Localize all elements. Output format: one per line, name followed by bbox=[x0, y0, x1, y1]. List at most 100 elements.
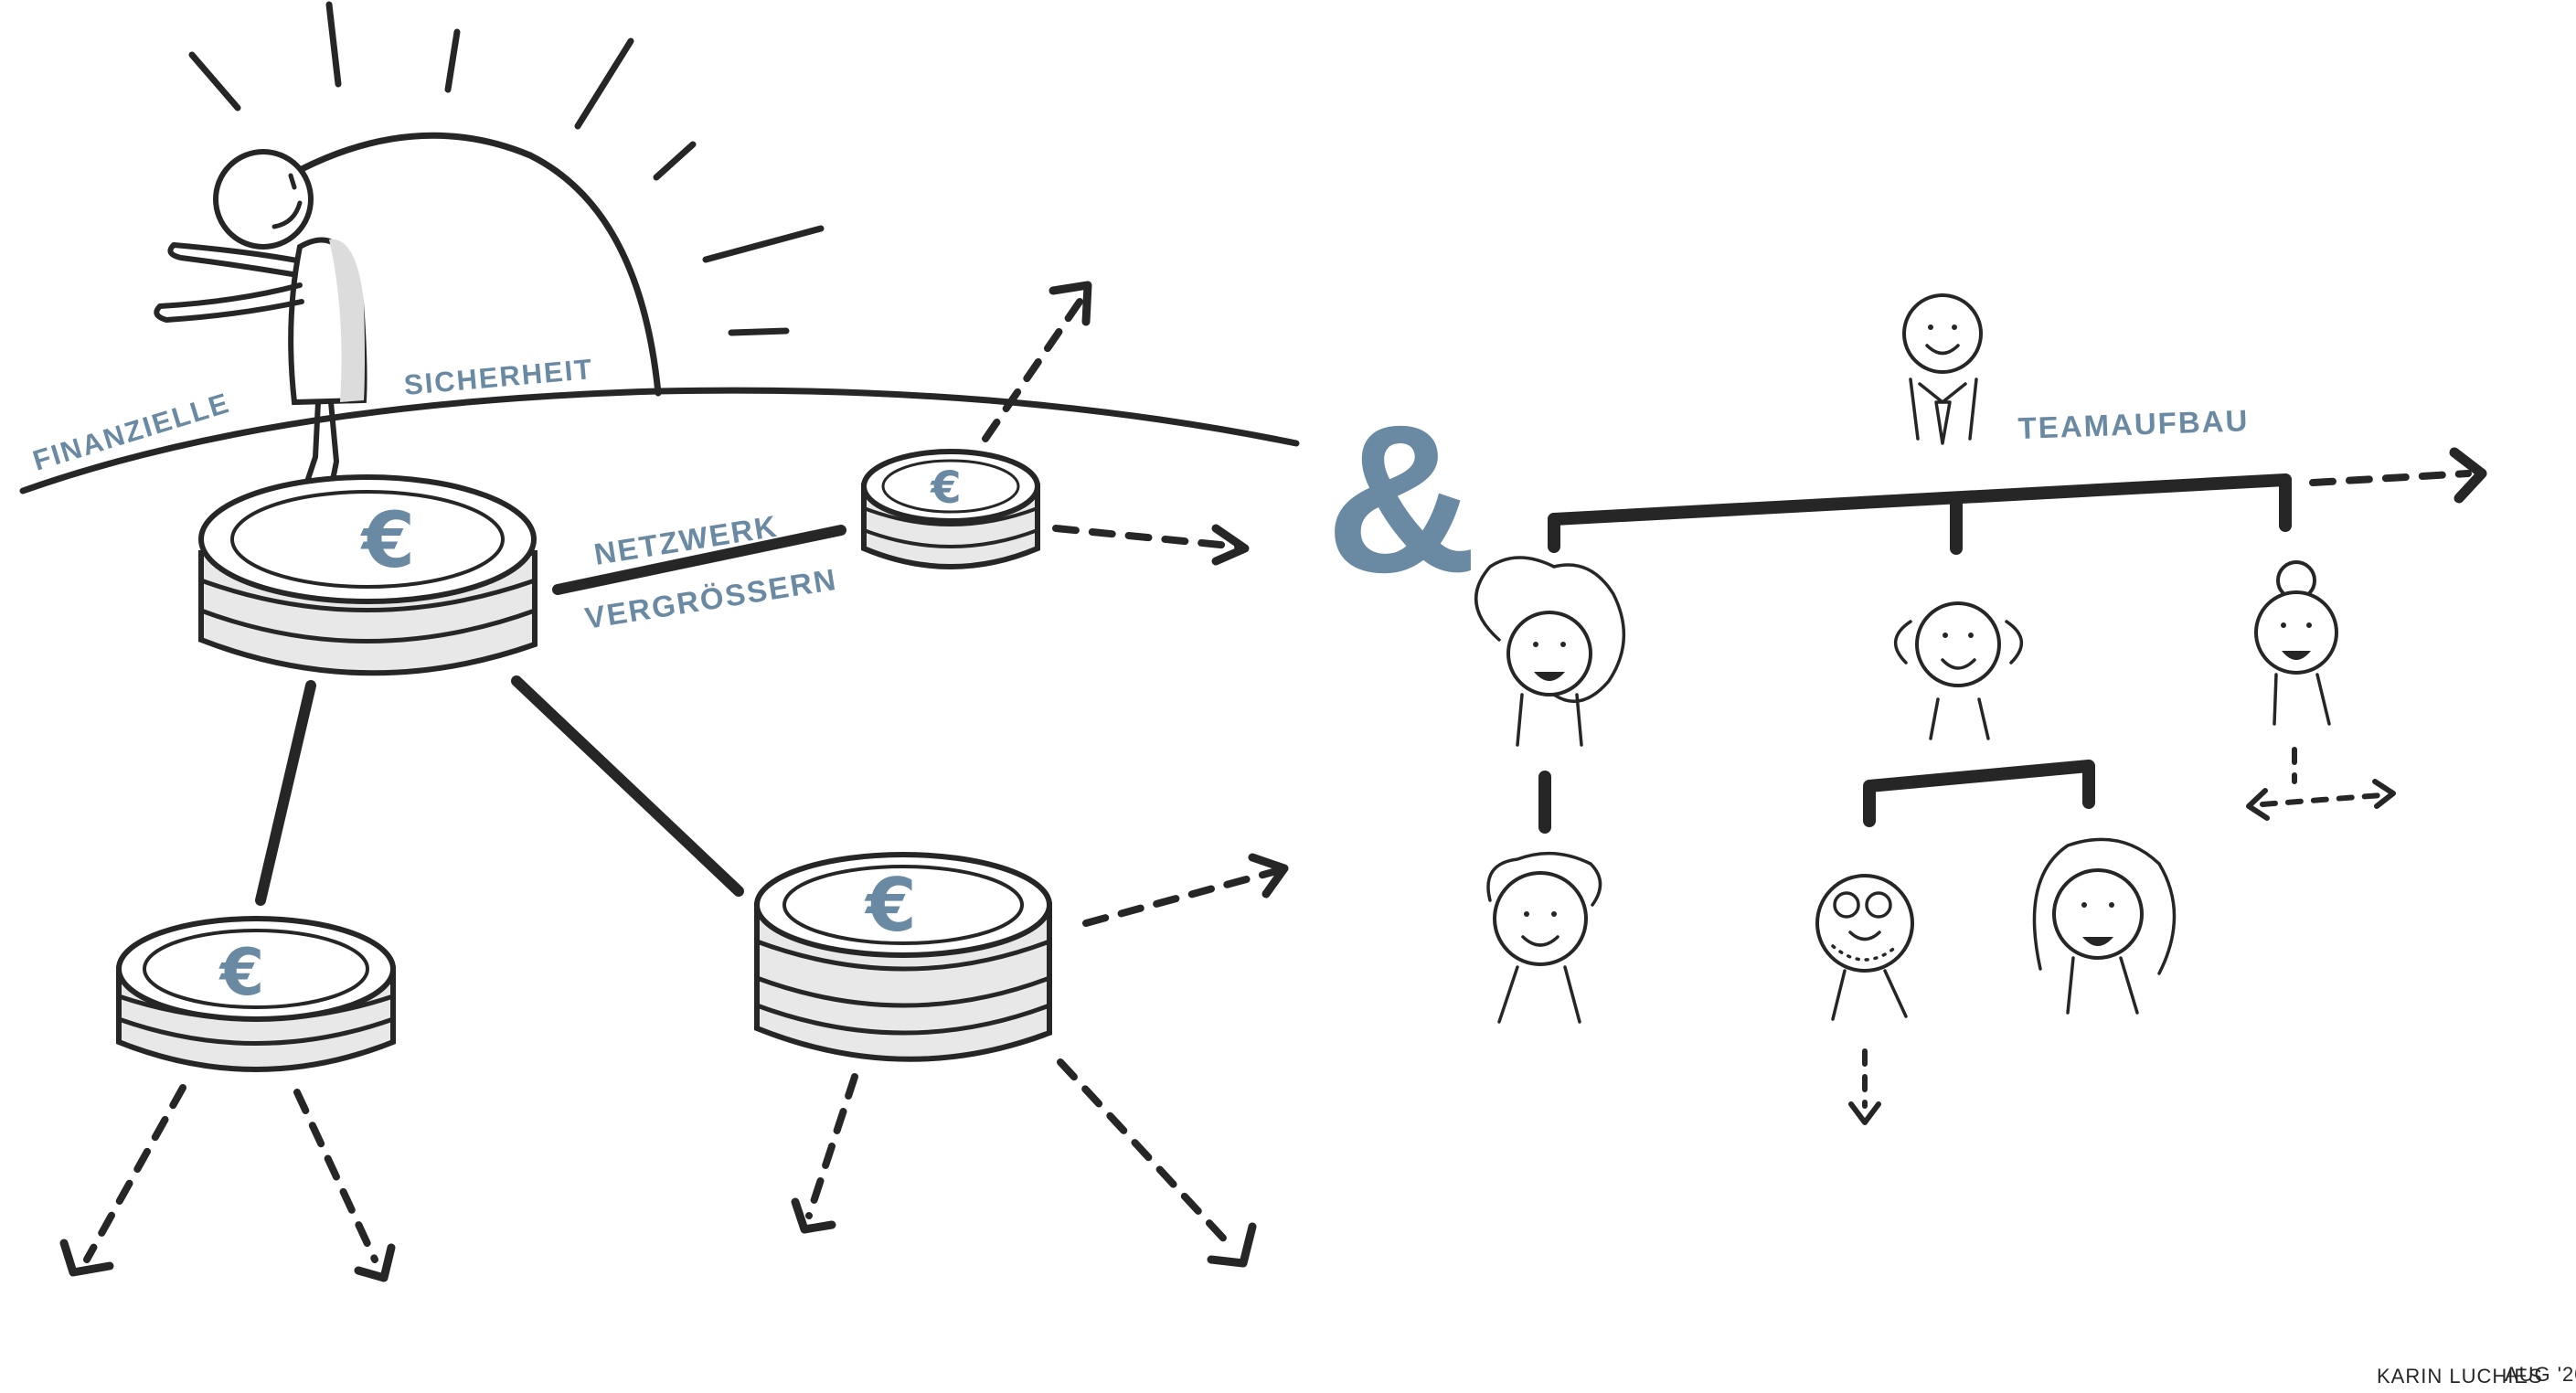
member-body bbox=[1516, 693, 1583, 747]
team-member bbox=[1894, 601, 2023, 740]
member-body bbox=[1831, 969, 1908, 1021]
label-teamaufbau: TEAMAUFBAU bbox=[2017, 403, 2250, 445]
signature-date: AUG '20 bbox=[2505, 1363, 2576, 1386]
member-eye bbox=[1943, 633, 1948, 638]
hair-pigtails bbox=[1894, 620, 2023, 665]
leader-eye bbox=[1952, 324, 1957, 330]
connector-line bbox=[255, 680, 316, 906]
horizon-line bbox=[19, 387, 1300, 494]
member-head bbox=[1493, 871, 1588, 966]
arrow-head bbox=[1048, 281, 1092, 326]
figure-smile bbox=[271, 200, 303, 229]
member-head bbox=[1506, 611, 1592, 696]
figure-shadow bbox=[329, 239, 365, 402]
member-smile bbox=[1941, 658, 1976, 670]
coin-ridge bbox=[862, 506, 1039, 548]
team-member bbox=[2032, 837, 2177, 1015]
dashed-arrow bbox=[805, 1073, 858, 1219]
member-eye bbox=[1551, 911, 1557, 917]
connector-line bbox=[552, 525, 846, 595]
team-chart: TEAMAUFBAU bbox=[1474, 293, 2487, 1125]
team-member bbox=[2254, 560, 2338, 726]
member-smile bbox=[1848, 930, 1881, 941]
member-eye bbox=[1524, 911, 1529, 917]
member-eye bbox=[2281, 622, 2286, 628]
arrows-left bbox=[59, 281, 1289, 1282]
team-member bbox=[1486, 851, 1602, 1024]
member-body bbox=[1929, 697, 1990, 740]
coin-ridge bbox=[754, 939, 1052, 1036]
figure-arm bbox=[167, 242, 300, 277]
signature-author: KARIN LUCHIES bbox=[2377, 1365, 2543, 1388]
dashed-arrow bbox=[293, 1089, 378, 1263]
arrow-head bbox=[1211, 524, 1250, 566]
sun-ray bbox=[325, 1, 342, 88]
member-eye bbox=[1533, 642, 1538, 647]
member-head bbox=[2052, 868, 2144, 960]
dashed-arrow bbox=[2309, 470, 2472, 486]
leader-smile bbox=[1925, 344, 1960, 356]
coin-euro-symbol: € bbox=[930, 463, 961, 514]
arrow-head bbox=[2246, 788, 2270, 821]
coin-euro-symbol: € bbox=[864, 863, 917, 948]
sun-ray bbox=[728, 327, 790, 336]
hair-long bbox=[2032, 837, 2177, 975]
member-head bbox=[1815, 874, 1914, 973]
hair-curly bbox=[1474, 556, 1626, 703]
leader-head bbox=[1902, 293, 1983, 374]
figure-eye bbox=[288, 173, 297, 190]
team-member bbox=[1815, 874, 1914, 1021]
org-bar-sub bbox=[1863, 760, 2095, 827]
member-eye bbox=[1968, 633, 1974, 638]
member-body bbox=[2273, 673, 2331, 726]
glasses-icon bbox=[1833, 891, 1860, 919]
dashed-arrow bbox=[1052, 525, 1242, 550]
sun-arc bbox=[298, 132, 662, 397]
arrow-head bbox=[2372, 779, 2396, 809]
sun-ray bbox=[188, 51, 241, 112]
sun-ray bbox=[444, 28, 461, 93]
coin-inner-ring bbox=[143, 929, 369, 1009]
glasses-icon bbox=[1865, 891, 1892, 919]
coin-bottom-left: € bbox=[116, 916, 396, 1072]
coin-inner-ring bbox=[230, 490, 505, 589]
arrow-head bbox=[791, 1197, 836, 1234]
coin-euro-symbol: € bbox=[218, 935, 265, 1010]
figure-arm bbox=[154, 282, 304, 323]
arrow-head bbox=[1207, 1222, 1257, 1268]
arrow-head bbox=[354, 1243, 396, 1282]
arrow-head bbox=[59, 1239, 114, 1277]
dashed-arrow bbox=[1057, 1058, 1233, 1249]
member-eye bbox=[2109, 902, 2114, 908]
coin-main: € bbox=[198, 474, 538, 676]
member-body bbox=[2066, 956, 2139, 1015]
member-head bbox=[2254, 590, 2338, 675]
sun bbox=[188, 1, 825, 397]
arrow-head bbox=[2449, 447, 2487, 504]
hair-curly bbox=[1486, 851, 1602, 907]
arrow-head bbox=[1248, 853, 1289, 899]
member-body bbox=[1497, 965, 1581, 1024]
member-eye bbox=[1560, 642, 1566, 647]
member-head bbox=[1915, 601, 2001, 687]
coin-euro-symbol: € bbox=[360, 495, 415, 585]
dashed-arrow bbox=[1082, 867, 1283, 927]
member-smile bbox=[2082, 937, 2113, 946]
member-smile bbox=[1521, 935, 1559, 947]
coin-bottom-middle: € bbox=[754, 852, 1052, 1062]
dashed-arrow bbox=[83, 1084, 186, 1263]
tie-icon bbox=[1934, 400, 1952, 445]
dashed-arrow bbox=[2260, 792, 2384, 807]
figure-head bbox=[213, 149, 314, 250]
coin-network: € bbox=[861, 449, 1040, 569]
leader-eye bbox=[1928, 324, 1933, 330]
team-leader bbox=[1902, 293, 1983, 445]
member-smile bbox=[1534, 672, 1565, 681]
label-finanzielle: FINANZIELLE bbox=[29, 387, 234, 477]
member-stubble bbox=[1831, 944, 1899, 962]
coin-ridge bbox=[198, 578, 538, 643]
sun-ray bbox=[702, 225, 825, 263]
connector-line bbox=[511, 675, 744, 897]
stick-figure bbox=[154, 149, 367, 537]
